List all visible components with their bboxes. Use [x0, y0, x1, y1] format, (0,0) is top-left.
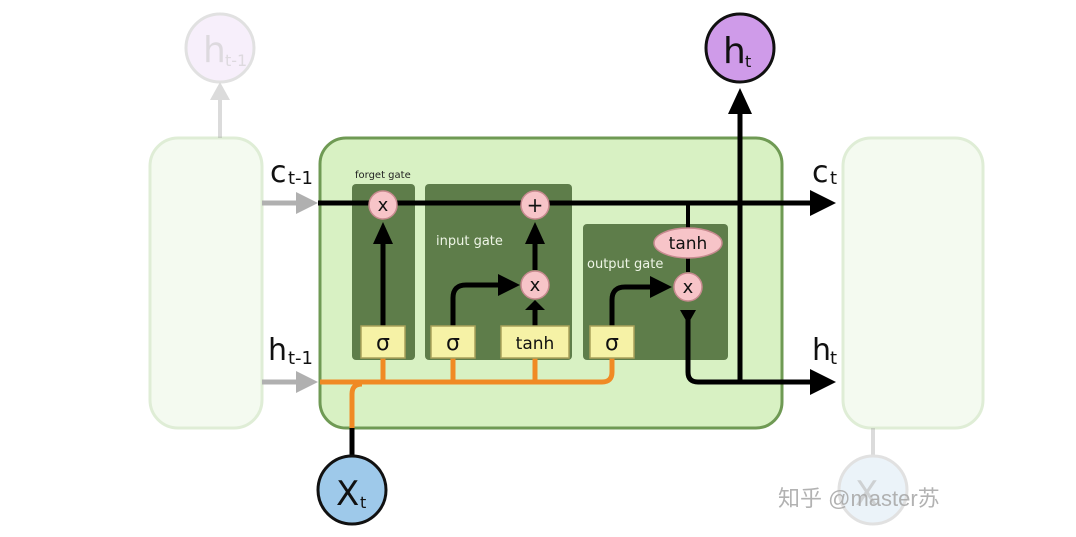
ht-output-line: [685, 315, 815, 385]
ht-output-node: [704, 12, 776, 84]
xt-input-node: [316, 454, 388, 526]
ht-node-main: h: [723, 31, 746, 72]
input-sigma-label: σ: [446, 331, 460, 356]
ghost-cell-right: [841, 136, 985, 430]
input-bus: [320, 358, 615, 385]
forget-gate-label: forget gate: [355, 170, 411, 181]
ct-prev-label-main: c: [270, 155, 287, 190]
ct-label-main: c: [812, 155, 829, 190]
ct-label-sub: t: [830, 168, 837, 189]
xt-node-sub: t: [360, 493, 366, 512]
forget-sigma-box: [360, 325, 406, 359]
ht-label-main: h: [812, 333, 831, 368]
forget-multiply-op: [368, 190, 398, 220]
ghost-ht-prev-sub: t-1: [225, 51, 247, 70]
ghost-xt: [837, 428, 909, 526]
input-sigma-box: [430, 325, 476, 359]
xt-node-main: X: [336, 474, 359, 514]
ghost-ht-prev: [184, 12, 256, 138]
ghost-ht-prev-main: h: [203, 30, 226, 71]
svg-text:tanh: tanh: [669, 234, 708, 254]
output-sigma-label: σ: [605, 331, 619, 356]
output-sigma-box: [589, 325, 635, 359]
output-multiply-op: [673, 272, 703, 302]
input-tanh-box: [500, 325, 570, 359]
output-sigma-arrow: [609, 284, 652, 328]
input-gate-label: input gate: [436, 234, 503, 249]
ht-label-sub: t: [830, 348, 837, 369]
ghost-xt-label: X: [855, 474, 878, 514]
plus-op: [520, 190, 550, 220]
ct-prev-label-sub: t-1: [288, 168, 313, 189]
output-gate-label: output gate: [587, 257, 663, 272]
ct-output-arrowhead: [810, 190, 836, 216]
ht-output-arrowhead: [810, 369, 836, 395]
ghost-cell-left: [148, 136, 264, 430]
svg-text:x: x: [378, 195, 389, 216]
ht-prev-label-sub: t-1: [288, 348, 313, 369]
ht-up-arrowhead: [728, 88, 752, 114]
svg-text:x: x: [530, 275, 541, 296]
svg-text:x: x: [683, 277, 694, 298]
output-tanh-op: [653, 227, 723, 259]
input-sigma-arrow: [450, 282, 500, 328]
input-tanh-label: tanh: [516, 334, 555, 354]
forget-sigma-label: σ: [376, 331, 390, 356]
ht-prev-label-main: h: [268, 333, 287, 368]
watermark: 知乎 @master苏: [778, 486, 940, 511]
ht-node-sub: t: [745, 52, 751, 71]
input-multiply-op: [520, 270, 550, 300]
svg-text:+: +: [527, 193, 544, 217]
